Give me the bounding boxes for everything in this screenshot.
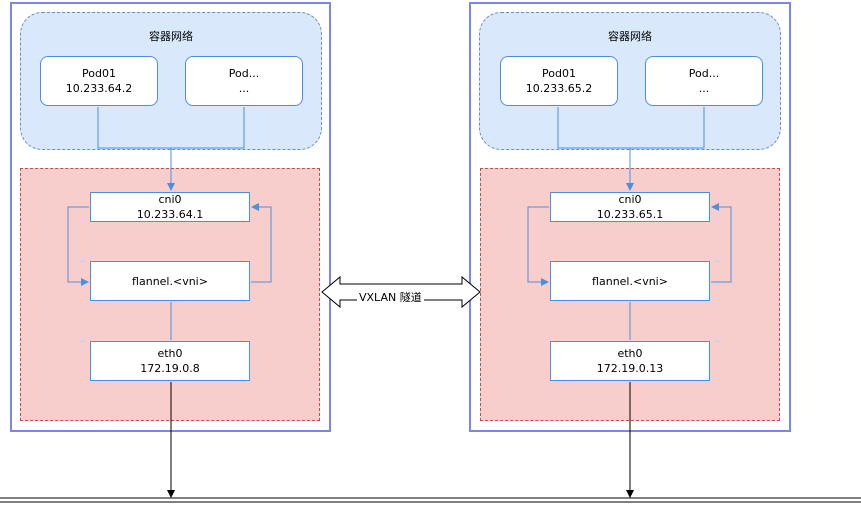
left-eth0-ip: 172.19.0.8 <box>140 362 200 375</box>
left-eth0-name: eth0 <box>157 347 183 360</box>
left-pod-more-box[interactable]: Pod... ... <box>185 56 303 106</box>
right-container-network-label: 容器网络 <box>608 30 652 43</box>
right-cni0-ip: 10.233.65.1 <box>596 208 664 221</box>
right-cni0-name: cni0 <box>618 193 642 206</box>
left-flannel-to-cni0-arrow <box>251 203 272 283</box>
left-container-network-label: 容器网络 <box>149 30 193 43</box>
right-cni0-to-flannel-arrow <box>527 206 549 286</box>
right-pod01-name: Pod01 <box>542 67 576 80</box>
right-cni0-box[interactable]: cni0 10.233.65.1 <box>550 192 710 222</box>
right-pod-more-ip: ... <box>698 82 710 95</box>
right-pods-bus-line <box>557 107 705 149</box>
right-flannel-to-cni0-arrow <box>711 203 732 283</box>
left-cni0-box[interactable]: cni0 10.233.64.1 <box>90 192 250 222</box>
right-eth0-box[interactable]: eth0 172.19.0.13 <box>550 341 710 381</box>
left-pod01-box[interactable]: Pod01 10.233.64.2 <box>40 56 158 106</box>
left-flannel-name: flannel.<vni> <box>132 274 208 288</box>
right-pod01-box[interactable]: Pod01 10.233.65.2 <box>500 56 618 106</box>
left-eth0-box[interactable]: eth0 172.19.0.8 <box>90 341 250 381</box>
left-flannel-box[interactable]: flannel.<vni> <box>90 261 250 301</box>
left-pod01-ip: 10.233.64.2 <box>65 82 133 95</box>
left-cni0-ip: 10.233.64.1 <box>136 208 204 221</box>
left-cni0-to-flannel-arrow <box>67 206 89 286</box>
right-eth0-ip: 172.19.0.13 <box>596 362 664 375</box>
right-flannel-box[interactable]: flannel.<vni> <box>550 261 710 301</box>
right-flannel-name: flannel.<vni> <box>592 274 668 288</box>
left-pod01-name: Pod01 <box>82 67 116 80</box>
left-cni0-name: cni0 <box>158 193 182 206</box>
right-pod01-ip: 10.233.65.2 <box>525 82 593 95</box>
right-eth0-name: eth0 <box>617 347 643 360</box>
left-pods-bus-line <box>97 107 245 149</box>
right-pod-more-name: Pod... <box>688 67 720 80</box>
left-pod-more-name: Pod... <box>228 67 260 80</box>
vxlan-tunnel-label: VXLAN 隧道 <box>357 289 424 305</box>
left-pod-more-ip: ... <box>238 82 250 95</box>
right-pod-more-box[interactable]: Pod... ... <box>645 56 763 106</box>
